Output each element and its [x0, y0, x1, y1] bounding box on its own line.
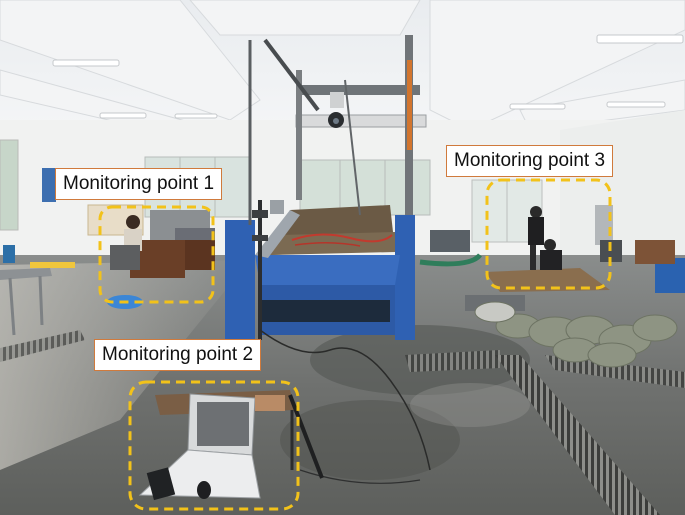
floor-grate-mid — [405, 350, 500, 372]
left-workstation — [107, 210, 215, 309]
sensor-pole — [252, 200, 284, 340]
floor-grate-right — [495, 355, 660, 515]
floor-grate-far — [545, 355, 685, 388]
left-table — [0, 245, 75, 336]
highlight-regions — [98, 178, 612, 511]
label-monitoring-point-1: Monitoring point 1 — [55, 168, 223, 200]
highlight-point-1 — [98, 205, 215, 304]
test-container-frame — [225, 205, 415, 340]
sandbags — [474, 301, 678, 368]
highlight-point-2 — [128, 380, 300, 511]
highlight-point-3 — [485, 178, 612, 290]
label-monitoring-point-2: Monitoring point 2 — [94, 339, 262, 371]
ceiling-lights — [52, 34, 684, 119]
laptop-station — [138, 390, 324, 501]
wall-board — [42, 168, 56, 202]
camera-icon — [328, 92, 344, 128]
label-monitoring-point-3: Monitoring point 3 — [446, 145, 614, 177]
